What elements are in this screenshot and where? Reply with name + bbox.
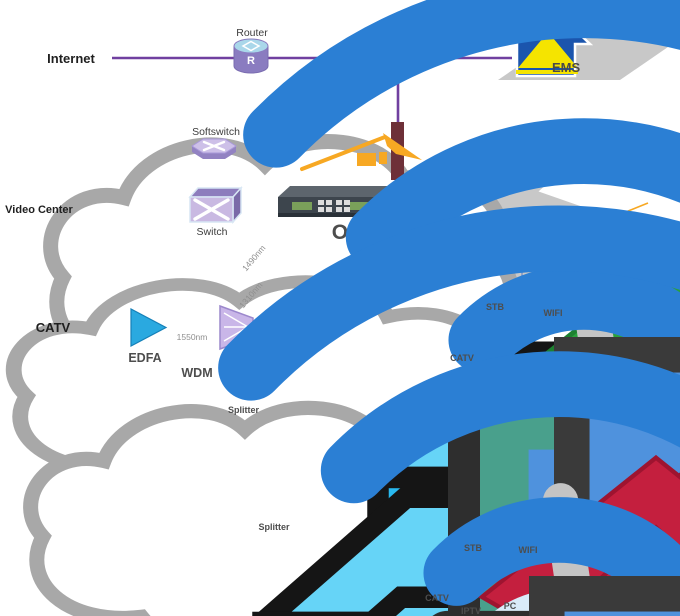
router-r-glyph: R	[247, 55, 255, 67]
zone2-catv-tv: CATV	[423, 593, 680, 616]
router-top	[233, 38, 269, 54]
wifi-label: WIFI	[519, 545, 538, 555]
iptv-label: IPTV	[461, 606, 481, 616]
ems-label: EMS	[552, 60, 581, 75]
olt-module-right	[350, 202, 370, 210]
video-center-cloud: Video Center	[5, 204, 501, 493]
edfa-node: EDFA	[128, 308, 168, 365]
roof-right	[383, 133, 422, 160]
splitter-mid: Splitter	[228, 405, 680, 616]
zone1-catv-tv: CATV	[448, 353, 680, 616]
video-center-label: Video Center	[5, 204, 73, 216]
stb-label: STB	[486, 302, 505, 312]
wdm-label: WDM	[181, 366, 212, 380]
pc-icon	[529, 576, 680, 616]
wdm-inner-lines	[223, 312, 249, 342]
splitter-bottom-label: Splitter	[258, 522, 290, 532]
zone2-iptv: IPTV	[461, 606, 481, 616]
router-diamond-icon	[241, 40, 261, 52]
internet-label: Internet	[47, 51, 95, 66]
router-node: Router R	[233, 27, 269, 74]
zone1-stb: STB	[481, 302, 680, 616]
olt-top	[278, 186, 398, 197]
ems-base-bar	[516, 70, 578, 74]
wifi-label: WIFI	[544, 308, 563, 318]
catv-cloud: CATV	[29, 320, 493, 616]
zone2-wifi: WIFI	[249, 236, 680, 616]
switch-x-icon	[193, 198, 230, 221]
stb-label: STB	[464, 543, 483, 553]
wdm-node: WDM	[181, 304, 254, 380]
router-body	[233, 46, 269, 74]
olt-ports	[318, 200, 350, 212]
internet-cloud: Internet	[47, 51, 513, 392]
olt-base	[278, 213, 388, 217]
softswitch-label: Softswitch	[192, 126, 240, 138]
metro-switch-label: Switch	[197, 226, 228, 238]
catv-tv-label: CATV	[425, 593, 449, 603]
edfa-label: EDFA	[128, 351, 161, 365]
metro-switch-node: Switch	[188, 186, 243, 238]
splitter-bottom: Splitter	[257, 522, 680, 616]
olt-module-left	[292, 202, 312, 210]
catv-label: CATV	[36, 320, 71, 335]
zone1-wifi: WIFI	[274, 3, 680, 572]
zone2-pc: PC	[504, 576, 680, 616]
window-1	[357, 153, 376, 166]
pc-label: PC	[504, 601, 517, 611]
edfa-amp-icon	[130, 308, 168, 347]
olt-building	[300, 122, 422, 180]
softswitch-rim	[192, 146, 236, 159]
window-2	[379, 152, 387, 164]
router-label: Router	[236, 27, 268, 39]
catv-tv-label: CATV	[450, 353, 474, 363]
softswitch-x-icon	[202, 140, 226, 152]
ems-roof-triangle	[518, 32, 578, 68]
zone2-stb: STB	[464, 543, 483, 553]
softswitch-node: Softswitch	[191, 126, 240, 159]
roof-line	[300, 135, 387, 171]
splitter-mid-label: Splitter	[228, 405, 260, 415]
lambda-1550-label: 1550nm	[177, 332, 208, 342]
